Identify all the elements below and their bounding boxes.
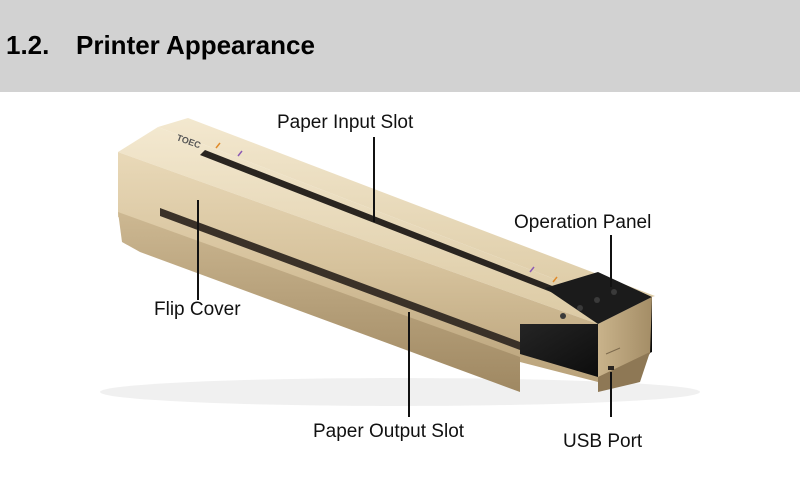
flip-cover-leader [197, 200, 199, 300]
panel-button-4 [611, 289, 617, 295]
paper-output-slot-leader [408, 312, 410, 417]
section-number: 1.2. [6, 30, 76, 61]
panel-button-1 [560, 313, 566, 319]
operation-panel-leader [610, 235, 612, 287]
usb-port [608, 366, 614, 370]
paper-output-slot-label: Paper Output Slot [313, 421, 464, 443]
paper-input-slot-leader [373, 137, 375, 222]
paper-input-slot-label: Paper Input Slot [277, 112, 413, 134]
flip-cover-label: Flip Cover [154, 299, 241, 321]
operation-panel-label: Operation Panel [514, 212, 651, 234]
section-title: 1.2.Printer Appearance [6, 30, 315, 61]
usb-port-leader [610, 372, 612, 417]
panel-button-2 [577, 305, 583, 311]
panel-button-3 [594, 297, 600, 303]
usb-port-label-text: USB Port [563, 431, 642, 453]
section-header: 1.2.Printer Appearance [0, 0, 800, 92]
printer-figure: TOEC Paper Input Slot Operation Panel Fl… [0, 92, 800, 498]
section-heading: Printer Appearance [76, 30, 315, 60]
